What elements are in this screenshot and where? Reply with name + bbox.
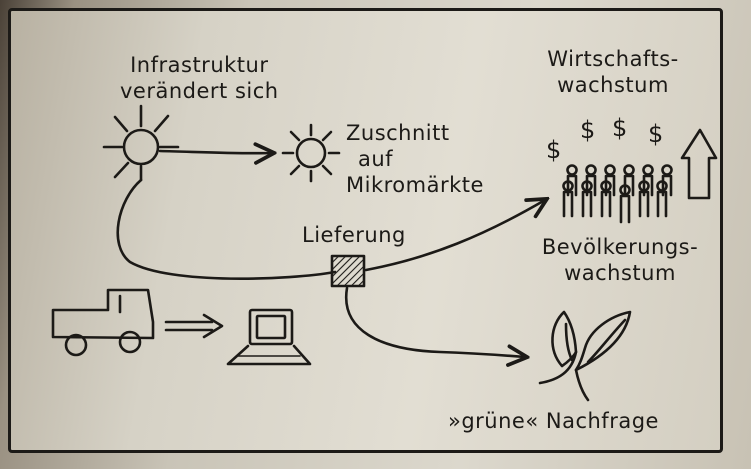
diagram-frame (8, 8, 723, 453)
box-icon (330, 254, 366, 288)
label-population-growth: Bevölkerungs- wachstum (541, 235, 699, 285)
label-green-demand: »grüne« Nachfrage (448, 409, 659, 433)
label-infrastructure: Infrastruktur verändert sich (120, 53, 279, 103)
label-economic-growth: Wirtschafts- wachstum (547, 47, 679, 97)
dollar-icon: $ (580, 116, 595, 144)
arrow-to-green-demand (344, 286, 525, 357)
dollar-icon: $ (546, 136, 561, 164)
dollar-icons: $ $ $ $ (546, 114, 663, 164)
sun-icon (281, 123, 341, 183)
label-delivery: Lieferung (302, 223, 406, 247)
double-arrow (164, 313, 224, 339)
sun-icon (102, 104, 180, 182)
leaves-icon (538, 310, 632, 402)
arrow-to-tailoring (158, 151, 272, 153)
people-icon (562, 164, 673, 224)
arrow-to-growth (364, 200, 545, 272)
label-tailoring: Zuschnitt auf Mikromärkte (346, 121, 484, 197)
dollar-icon: $ (612, 114, 627, 142)
laptop-icon (226, 308, 312, 366)
dollar-icon: $ (648, 120, 663, 148)
main-flow-line (116, 178, 337, 280)
up-arrow-icon (680, 128, 718, 200)
truck-icon (51, 288, 155, 357)
